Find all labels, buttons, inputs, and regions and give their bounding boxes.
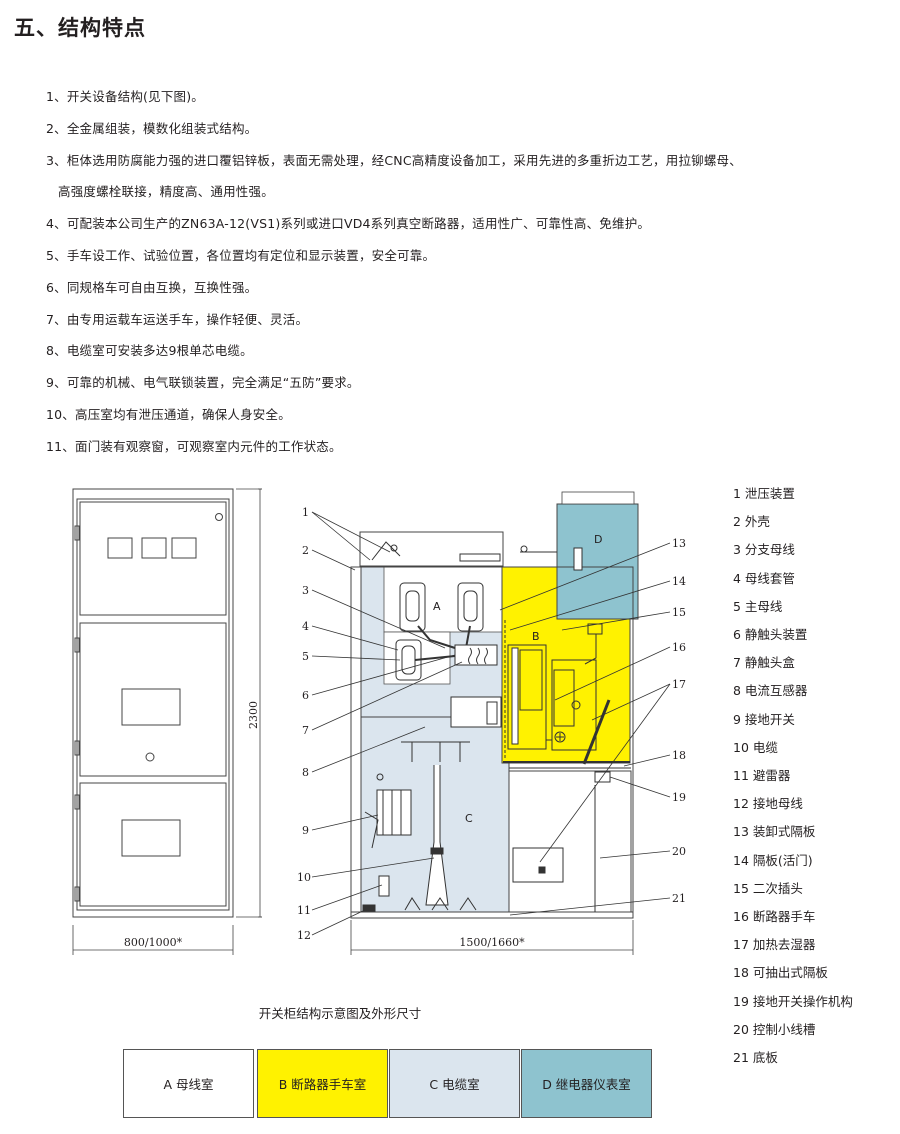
part-item: 6 静触头装置 (733, 627, 808, 643)
callout-3: 3 (302, 584, 309, 597)
part-item: 14 隔板(活门) (733, 852, 813, 868)
part-item: 7 静触头盒 (733, 655, 795, 671)
feature-item: 3、柜体选用防腐能力强的进口覆铝锌板，表面无需处理，经CNC高精度设备加工，采用… (46, 152, 742, 168)
part-item: 9 接地开关 (733, 711, 795, 727)
depth-dimension-label: 1500/1660* (459, 936, 525, 949)
feature-item: 8、电缆室可安装多达9根单芯电缆。 (46, 343, 253, 359)
part-item: 12 接地母线 (733, 796, 803, 812)
feature-item: 2、全金属组装，模数化组装式结构。 (46, 120, 258, 136)
width-dimension (72, 925, 234, 955)
compartment-b-label: B (532, 630, 540, 643)
part-item: 1 泄压装置 (733, 486, 795, 501)
part-item: 15 二次插头 (733, 880, 803, 896)
callout-7: 7 (302, 724, 309, 737)
callout-18: 18 (672, 749, 686, 762)
diagram-caption: 开关柜结构示意图及外形尺寸 (258, 1006, 422, 1021)
width-dimension-label: 800/1000* (124, 936, 183, 949)
callout-10: 10 (297, 871, 311, 884)
callout-13: 13 (672, 537, 686, 550)
feature-item-continuation: 高强度螺栓联接，精度高、通用性强。 (46, 176, 742, 208)
part-item: 10 电缆 (733, 739, 778, 755)
callout-1: 1 (302, 506, 309, 519)
part-item: 17 加热去湿器 (733, 937, 816, 953)
legend-label: C 电缆室 (429, 1077, 480, 1092)
height-dimension (236, 488, 262, 918)
feature-item: 5、手车设工作、试验位置，各位置均有定位和显示装置，安全可靠。 (46, 247, 436, 263)
part-item: 4 母线套管 (733, 570, 795, 586)
part-item: 13 装卸式隔板 (733, 824, 816, 840)
part-item: 18 可抽出式隔板 (733, 965, 828, 981)
legend-label: D 继电器仪表室 (542, 1077, 631, 1092)
callout-17: 17 (672, 678, 686, 691)
callout-11: 11 (297, 904, 311, 917)
part-item: 5 主母线 (733, 598, 783, 614)
callout-2: 2 (302, 544, 309, 557)
callout-6: 6 (302, 689, 309, 702)
part-item: 8 电流互感器 (733, 683, 808, 699)
front-view (72, 488, 234, 918)
section-heading: 五、结构特点 (14, 16, 146, 40)
feature-list: 1、开关设备结构(见下图)。 2、全金属组装，模数化组装式结构。 3、柜体选用防… (46, 81, 742, 463)
callout-5: 5 (302, 650, 309, 663)
part-item: 19 接地开关操作机构 (733, 993, 853, 1009)
legend-busbar-compartment: A 母线室 (123, 1049, 254, 1118)
part-item: 3 分支母线 (733, 542, 795, 558)
callout-8: 8 (302, 766, 309, 779)
part-item: 2 外壳 (733, 514, 770, 530)
legend-breaker-compartment: B 断路器手车室 (257, 1049, 388, 1118)
feature-item: 10、高压室均有泄压通道，确保人身安全。 (46, 406, 291, 422)
callout-15: 15 (672, 606, 686, 619)
feature-continuation-text: 高强度螺栓联接，精度高、通用性强。 (58, 184, 274, 200)
parts-legend-list: 1 泄压装置 2 外壳 3 分支母线 4 母线套管 5 主母线 6 静触头装置 … (733, 480, 853, 1072)
callout-9: 9 (302, 824, 309, 837)
height-dimension-label: 2300 (247, 701, 260, 729)
part-item: 21 底板 (733, 1050, 778, 1066)
callout-21: 21 (672, 892, 686, 905)
feature-item: 11、面门装有观察窗，可观察室内元件的工作状态。 (46, 438, 342, 454)
callout-14: 14 (672, 575, 686, 588)
legend-label: B 断路器手车室 (278, 1077, 367, 1092)
switchgear-diagram: 2300 800/1000* (72, 488, 686, 955)
feature-item: 4、可配装本公司生产的ZN63A-12(VS1)系列或进口VD4系列真空断路器，… (46, 216, 651, 232)
legend-cable-compartment: C 电缆室 (389, 1049, 520, 1118)
callout-20: 20 (672, 845, 686, 858)
feature-item: 1、开关设备结构(见下图)。 (46, 89, 205, 104)
callout-16: 16 (672, 641, 686, 654)
depth-dimension (350, 920, 634, 955)
internal-components (362, 541, 631, 912)
callout-19: 19 (672, 791, 686, 804)
legend-label: A 母线室 (163, 1077, 214, 1092)
part-item: 11 避雷器 (733, 768, 791, 784)
compartment-d-label: D (594, 533, 602, 546)
legend-relay-compartment: D 继电器仪表室 (521, 1049, 652, 1118)
compartment-a-label: A (433, 600, 441, 613)
feature-item: 9、可靠的机械、电气联锁装置，完全满足“五防”要求。 (46, 375, 360, 391)
compartment-c-label: C (465, 812, 473, 825)
feature-item: 6、同规格车可自由互换，互换性强。 (46, 279, 258, 295)
part-item: 16 断路器手车 (733, 909, 816, 925)
callout-4: 4 (302, 620, 309, 633)
part-item: 20 控制小线槽 (733, 1021, 816, 1037)
feature-item: 7、由专用运载车运送手车，操作轻便、灵活。 (46, 311, 309, 327)
callout-leader-lines (311, 511, 671, 936)
callout-12: 12 (297, 929, 311, 942)
